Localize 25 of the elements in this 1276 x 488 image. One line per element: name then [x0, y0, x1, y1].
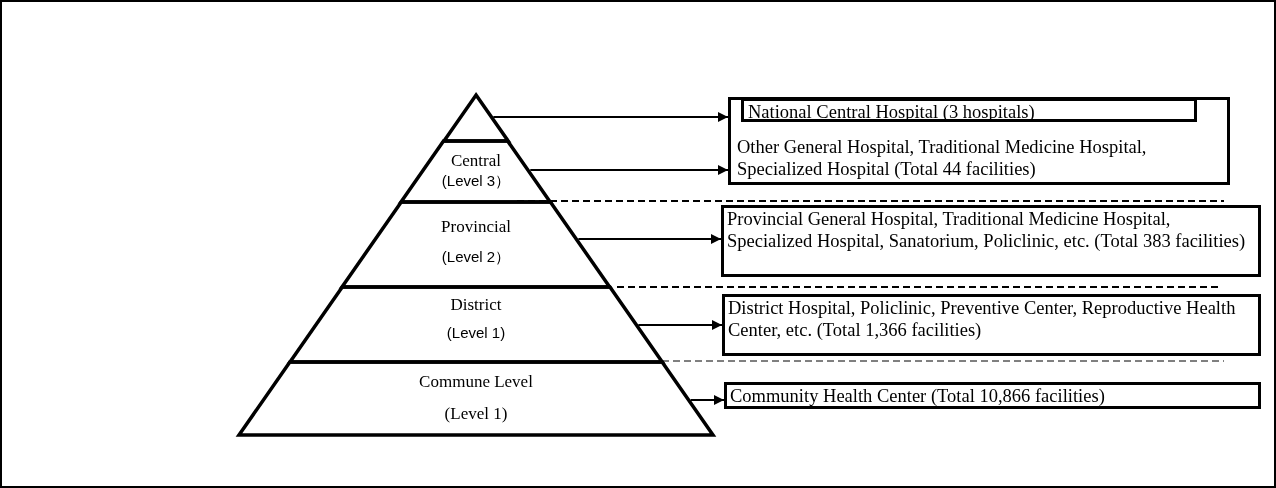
pyramid-tier [289, 287, 663, 362]
tier-label: (Level 1) [444, 404, 508, 424]
pyramid-apex [443, 95, 509, 141]
facility-text: National Central Hospital (3 hospitals) [748, 101, 1036, 123]
arrow [637, 320, 723, 330]
tier-label: (Level 2） [441, 247, 511, 267]
facility-text: Provincial General Hospital, Traditional Medicine Hospital, Specialized Hospital, Sanatorium, Policlinic, etc. (Total 383 facilities) [727, 208, 1247, 252]
arrow [577, 234, 722, 244]
facility-box [728, 97, 1230, 185]
tier-label: Provincial [441, 217, 511, 237]
tier-label: (Level 3） [441, 171, 511, 191]
facility-text: District Hospital, Policlinic, Preventive Center, Reproductive Health Center, etc. (Total 1,366 facilities) [728, 297, 1237, 341]
arrow [492, 112, 729, 122]
tier-label: Central [450, 151, 501, 171]
facility-text: Community Health Center (Total 10,866 facilities) [730, 385, 1106, 407]
arrow [689, 395, 725, 405]
facility-box [722, 294, 1261, 356]
tier-label: (Level 1) [446, 323, 506, 343]
facility-box [721, 205, 1261, 277]
tier-label: District [450, 295, 502, 315]
tier-label: Commune Level [419, 372, 533, 392]
facility-text: Other General Hospital, Traditional Medicine Hospital, Specialized Hospital (Total 44 facilities) [737, 136, 1148, 180]
facility-box [741, 98, 1197, 122]
facility-box [724, 382, 1261, 409]
arrow [529, 165, 729, 175]
